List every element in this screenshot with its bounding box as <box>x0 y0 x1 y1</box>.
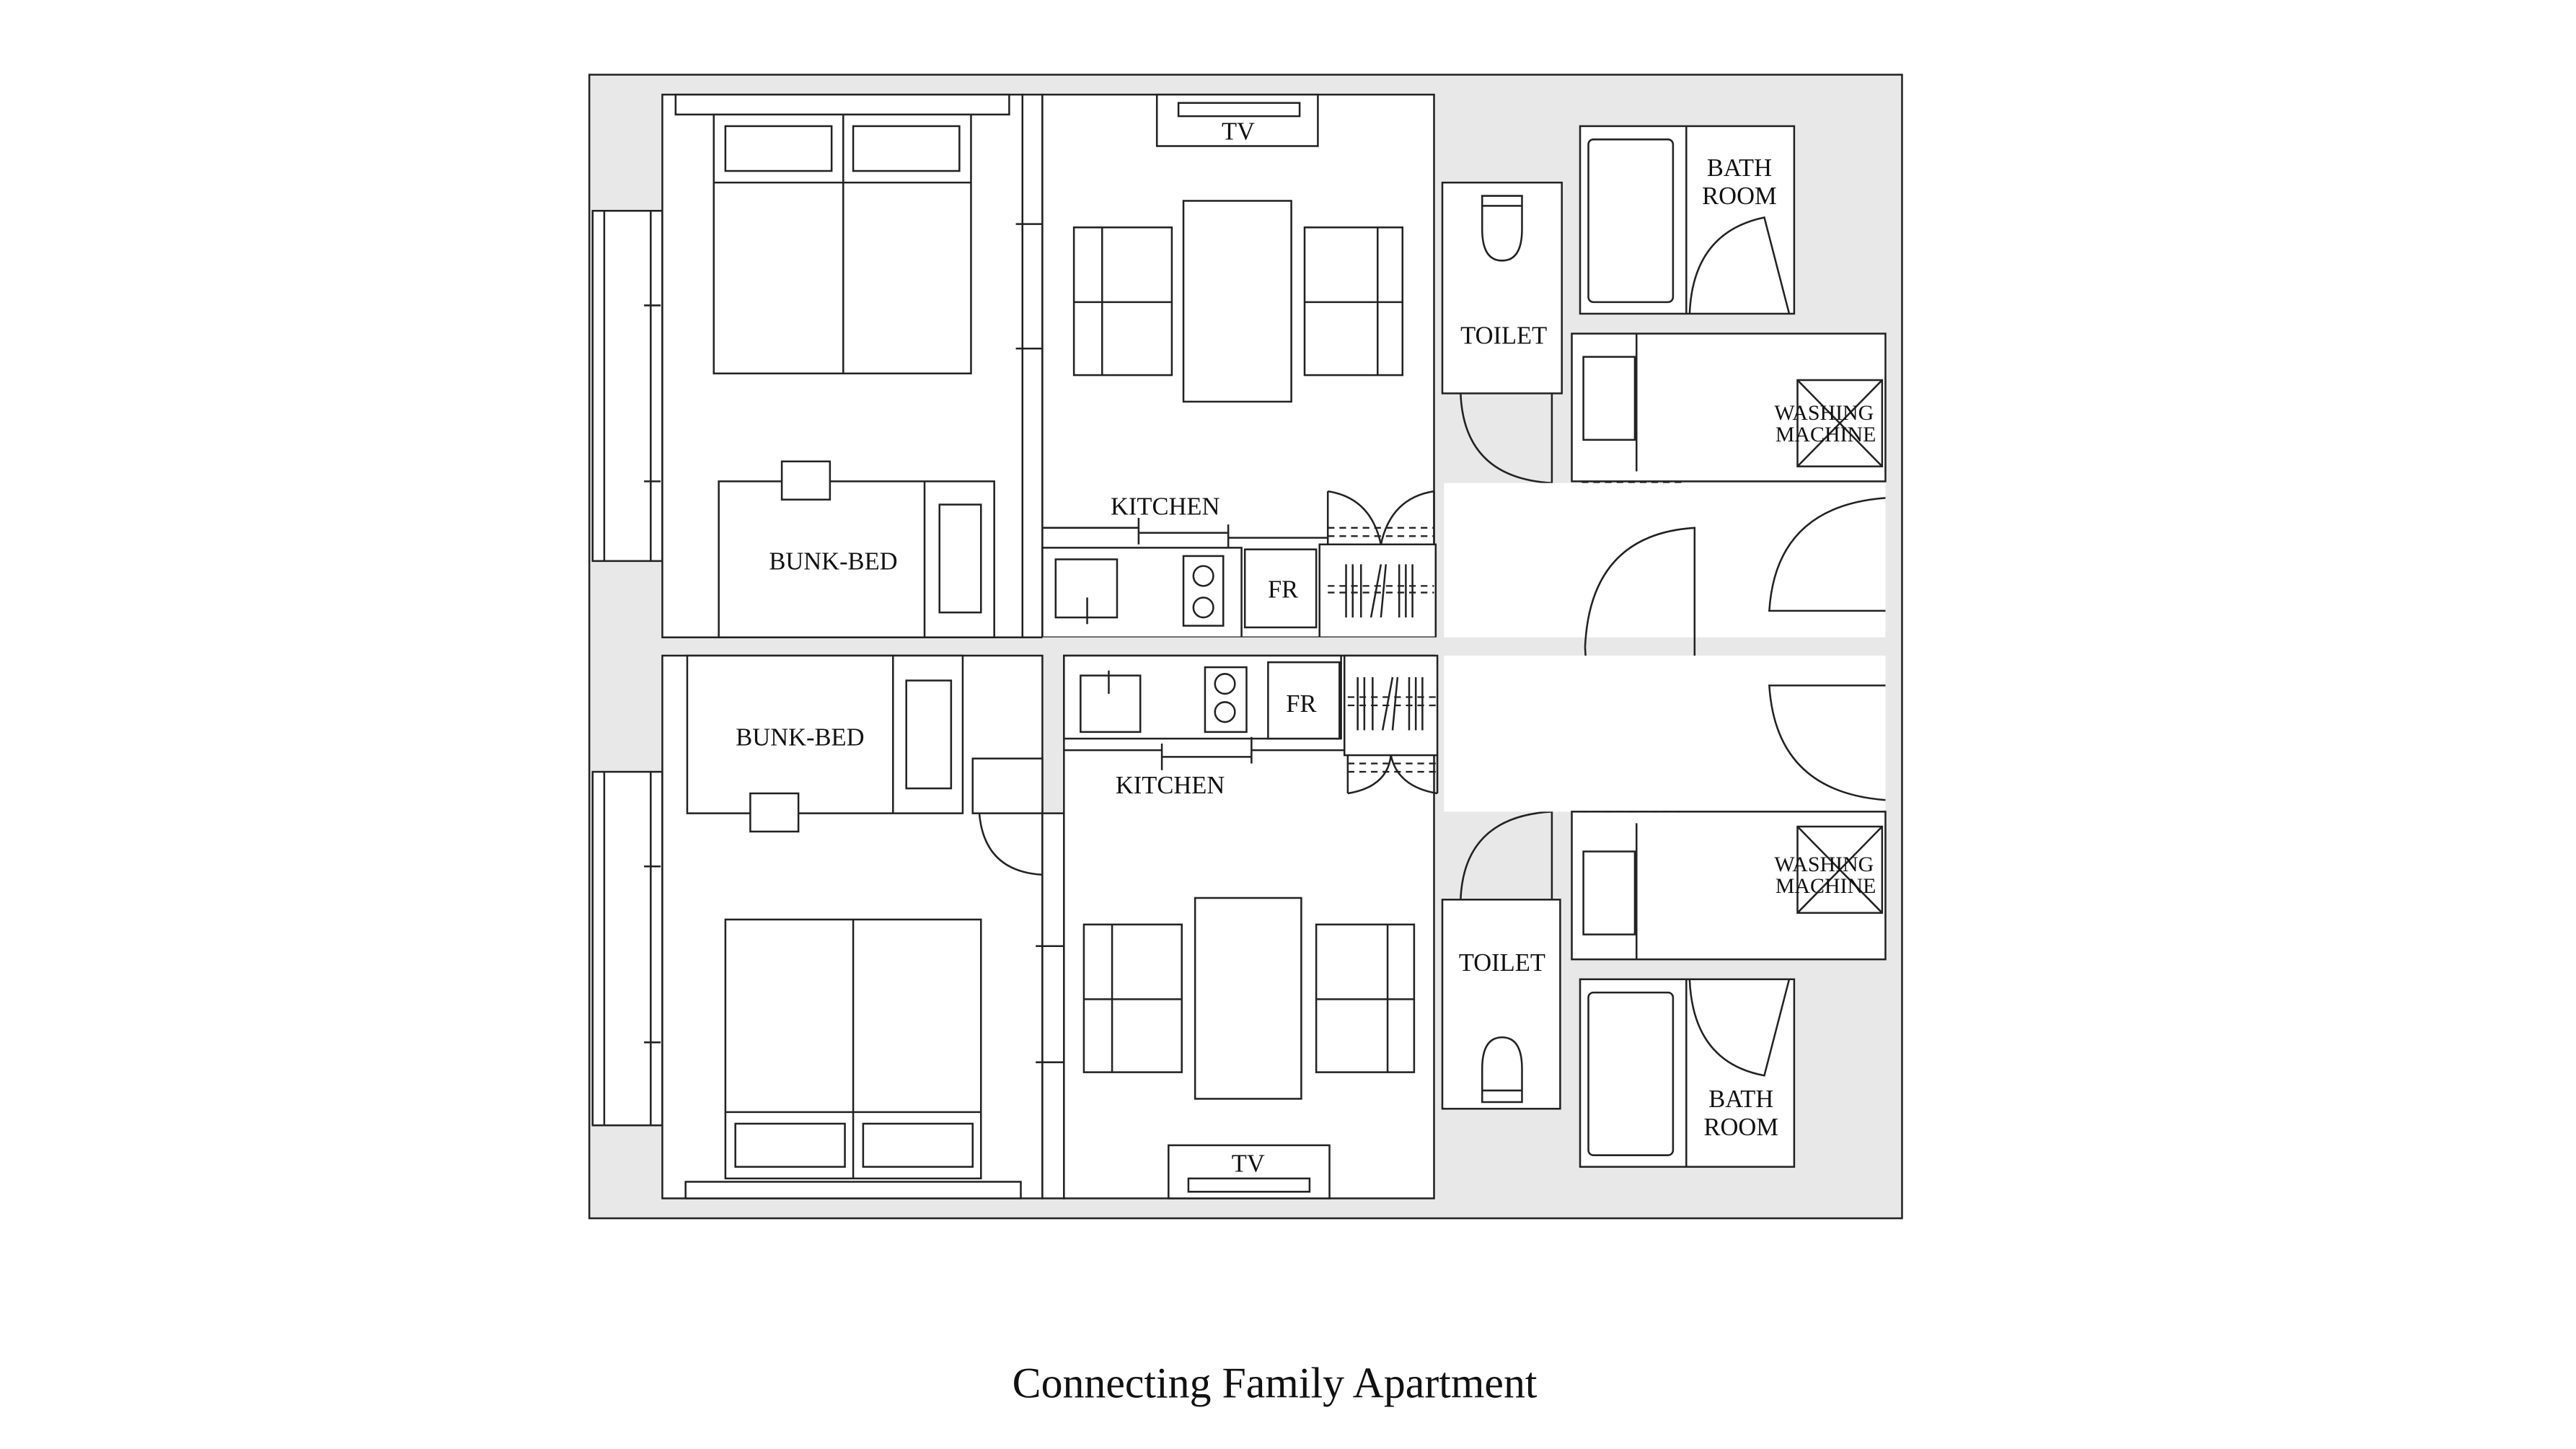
double-bed-upper <box>674 93 1010 375</box>
sliding-partition-upper <box>1021 93 1044 638</box>
plan-title: Connecting Family Apartment <box>1013 1360 1538 1407</box>
bathroom-lower: BATH ROOM <box>1579 978 1796 1168</box>
fridge-label: FR <box>1268 576 1298 603</box>
bathtub <box>1587 991 1675 1156</box>
pillow <box>862 1122 974 1168</box>
bunk-bed-lower: BUNK-BED <box>686 654 964 833</box>
washing-label-line2: MACHINE <box>1776 423 1876 446</box>
toilet-room-lower: TOILET <box>1441 810 1561 1110</box>
kitchen-upper: KITCHEN FR <box>1041 490 1437 638</box>
washing-machine-lower: WASHING MACHINE <box>1774 825 1884 914</box>
washbasin <box>1582 356 1636 441</box>
tv-label: TV <box>1222 118 1255 145</box>
dividing-wall <box>1042 637 1441 656</box>
toilet-room-upper: TOILET <box>1441 181 1563 485</box>
fridge <box>1243 548 1318 629</box>
tv-label: TV <box>1232 1150 1265 1178</box>
washroom-lower: WASHING MACHINE <box>1571 811 1887 961</box>
fridge-label: FR <box>1286 690 1316 718</box>
washing-label-line2: MACHINE <box>1776 874 1876 898</box>
bath-door[interactable] <box>1688 979 1791 1077</box>
pillow <box>724 125 833 172</box>
washing-label-line1: WASHING <box>1774 401 1874 425</box>
toilet-label: TOILET <box>1460 322 1547 349</box>
entrance-hall-upper <box>1444 483 1886 638</box>
sofa-left-lower <box>1082 923 1183 1073</box>
bath-label-line1: BATH <box>1708 1085 1773 1113</box>
bunk-bed-label: BUNK-BED <box>769 547 897 575</box>
lower-unit: BUNK-BED FR KITCHEN <box>591 654 1887 1199</box>
tv-upper: TV <box>1155 93 1319 147</box>
bunk-bed-label: BUNK-BED <box>736 723 864 751</box>
toilet-label: TOILET <box>1459 949 1545 977</box>
closet-upper <box>1318 490 1437 638</box>
double-bed-lower <box>684 918 1022 1199</box>
bathroom-upper: BATH ROOM <box>1579 125 1796 315</box>
entrance-hall-lower <box>1444 655 1886 812</box>
bath-door[interactable] <box>1688 216 1791 314</box>
bunk-bed-upper: BUNK-BED <box>718 460 995 638</box>
fridge <box>1267 661 1341 740</box>
bathtub <box>1587 138 1675 304</box>
washroom-upper: WASHING MACHINE <box>1571 332 1887 484</box>
kitchen-label: KITCHEN <box>1116 772 1225 799</box>
pillow <box>734 1122 846 1168</box>
bath-label-line2: ROOM <box>1702 182 1777 210</box>
tv-lower: TV <box>1168 1144 1331 1199</box>
closet-door-lower[interactable] <box>971 757 1044 876</box>
kitchen-lower: FR KITCHEN <box>1063 654 1439 799</box>
upper-unit: BUNK-BED TV KITCHEN <box>591 93 1887 638</box>
stove <box>1182 555 1225 627</box>
sliding-partition-lower <box>1041 812 1065 1199</box>
sofa-left-upper <box>1072 226 1173 376</box>
closet-lower <box>1343 654 1439 795</box>
window-lower <box>591 770 663 1127</box>
sink <box>1080 674 1142 734</box>
dining-table-lower <box>1194 897 1302 1100</box>
washing-machine-upper: WASHING MACHINE <box>1774 379 1884 467</box>
entrance-door-upper[interactable] <box>1768 497 1886 612</box>
bath-label-line2: ROOM <box>1703 1114 1778 1141</box>
dining-table-upper <box>1182 200 1292 403</box>
pillow <box>852 125 961 172</box>
sofa-right-upper <box>1303 226 1404 376</box>
entrance-door-lower[interactable] <box>1768 684 1886 801</box>
bath-label-line1: BATH <box>1707 154 1772 182</box>
window-upper <box>591 209 663 563</box>
toilet-door[interactable] <box>1460 810 1553 900</box>
washing-label-line1: WASHING <box>1774 853 1874 876</box>
kitchen-label: KITCHEN <box>1111 493 1219 520</box>
toilet-door[interactable] <box>1460 393 1553 485</box>
washbasin <box>1582 850 1636 935</box>
sofa-right-lower <box>1315 923 1416 1073</box>
stove <box>1204 666 1248 734</box>
